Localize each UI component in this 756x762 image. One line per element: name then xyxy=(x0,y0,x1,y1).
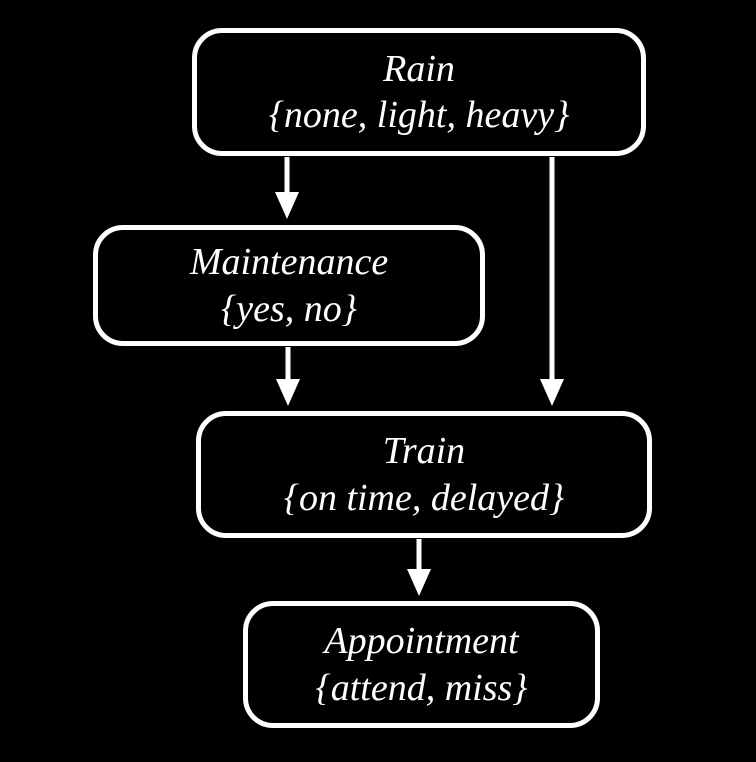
node-maintenance: Maintenance {yes, no} xyxy=(93,225,485,346)
node-maintenance-title: Maintenance xyxy=(189,241,389,284)
node-rain-values: {none, light, heavy} xyxy=(268,94,570,136)
edge-maintenance-to-train-arrow xyxy=(276,347,300,406)
node-maintenance-values: {yes, no} xyxy=(221,287,357,330)
edge-rain-to-train-arrow xyxy=(540,157,564,406)
node-appointment-title: Appointment xyxy=(324,620,519,663)
node-rain-title: Rain xyxy=(383,47,455,90)
node-train: Train {on time, delayed} xyxy=(196,411,652,538)
node-train-values: {on time, delayed} xyxy=(283,476,565,519)
edge-rain-to-maintenance-arrow xyxy=(275,157,299,219)
node-appointment: Appointment {attend, miss} xyxy=(243,601,600,728)
node-rain: Rain {none, light, heavy} xyxy=(192,28,646,156)
node-train-title: Train xyxy=(382,430,466,473)
edge-train-to-appointment-arrow xyxy=(407,539,431,596)
node-appointment-values: {attend, miss} xyxy=(315,666,528,709)
